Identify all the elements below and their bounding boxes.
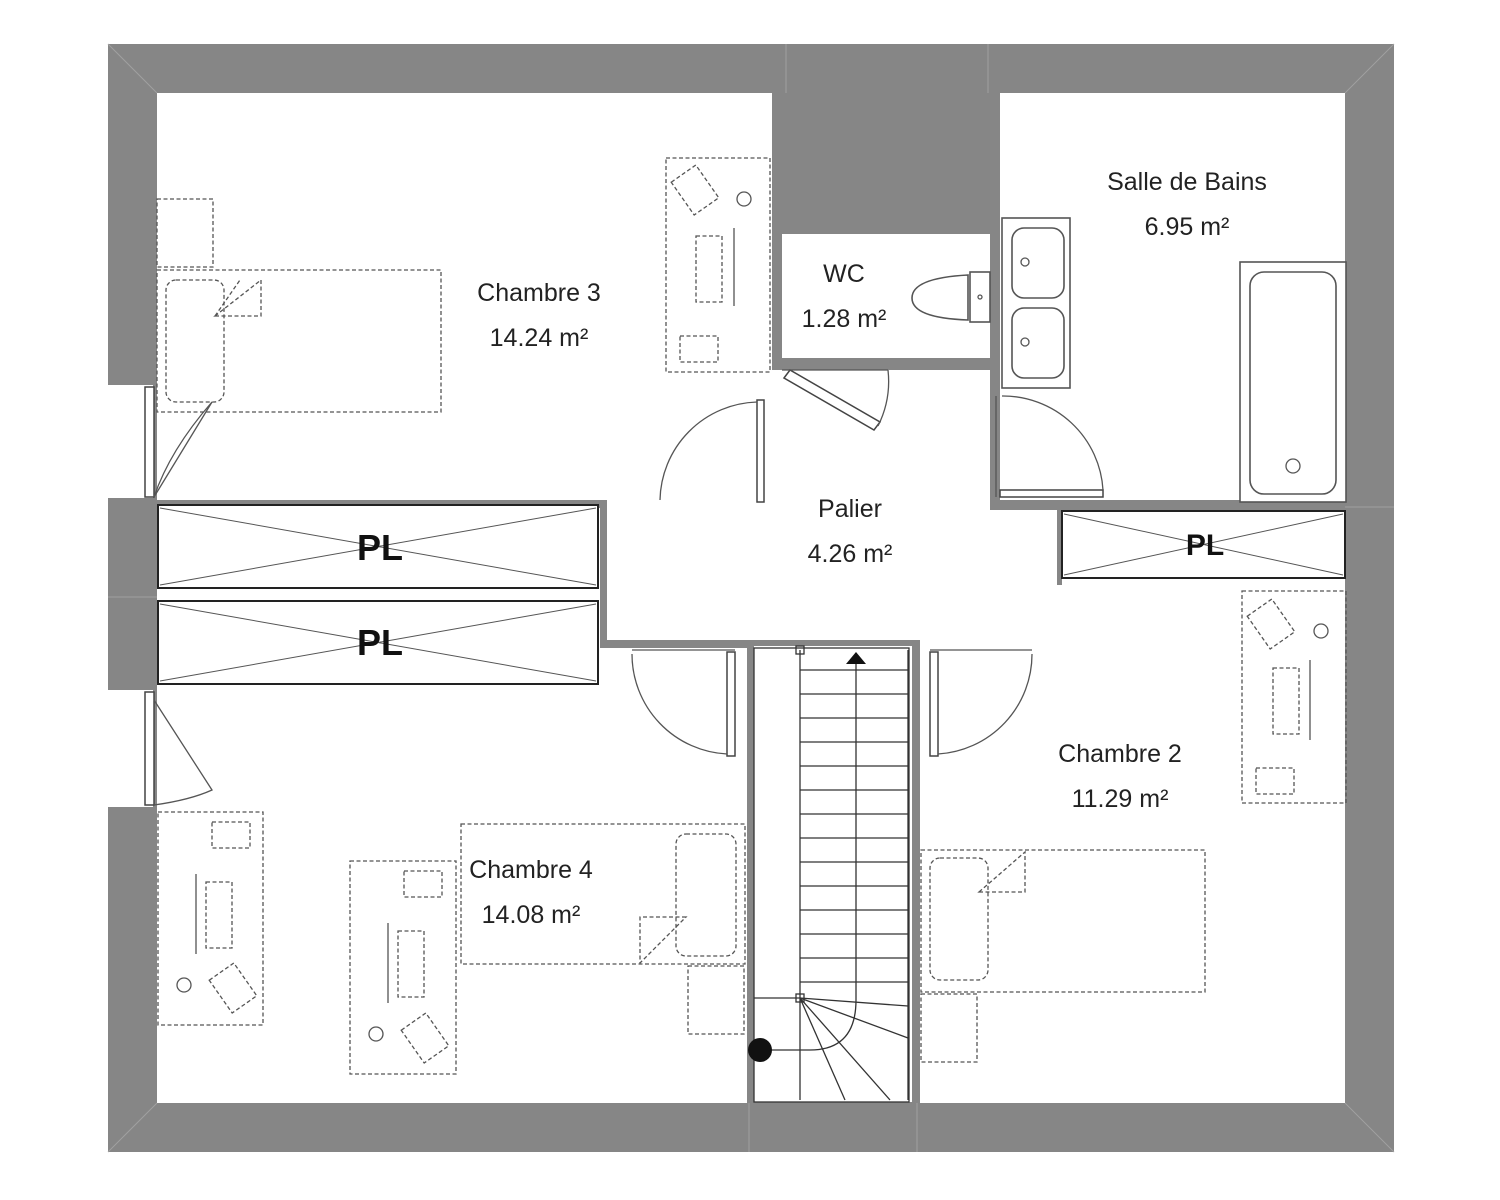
room-area: 4.26 m² bbox=[808, 540, 893, 568]
room-label-chambre2: Chambre 2 11.29 m² bbox=[1058, 740, 1182, 813]
room-name: Chambre 2 bbox=[1058, 740, 1182, 768]
double-sink bbox=[1001, 217, 1071, 389]
room-label-salle-de-bains: Salle de Bains 6.95 m² bbox=[1107, 168, 1267, 241]
room-label-chambre4: Chambre 4 14.08 m² bbox=[469, 856, 593, 929]
room-area: 11.29 m² bbox=[1072, 785, 1169, 813]
desk-chambre4-right bbox=[349, 860, 457, 1075]
closet-pl-2: PL bbox=[157, 600, 599, 685]
desk-chambre4-left bbox=[157, 811, 264, 1026]
doors bbox=[631, 369, 1104, 757]
room-label-wc: WC 1.28 m² bbox=[802, 260, 887, 333]
room-label-palier: Palier 4.26 m² bbox=[808, 495, 893, 568]
room-area: 14.08 m² bbox=[482, 901, 581, 929]
bed-chambre4 bbox=[460, 823, 746, 1035]
toilet bbox=[911, 271, 991, 323]
bathtub bbox=[1239, 261, 1347, 503]
room-name: Chambre 3 bbox=[477, 279, 601, 307]
bed-chambre3 bbox=[156, 198, 442, 413]
closet-pl-1: PL bbox=[157, 504, 599, 589]
windows bbox=[108, 385, 213, 807]
closet-label: PL bbox=[1186, 529, 1224, 562]
wall-seams bbox=[107, 43, 1395, 1153]
room-label-chambre3: Chambre 3 14.24 m² bbox=[477, 279, 601, 352]
staircase bbox=[748, 645, 910, 1103]
bed-chambre2 bbox=[920, 849, 1206, 1063]
closet-label: PL bbox=[357, 527, 403, 568]
room-area: 1.28 m² bbox=[802, 305, 887, 333]
desk-chambre2 bbox=[1241, 590, 1347, 804]
closet-label: PL bbox=[357, 622, 403, 663]
room-name: Palier bbox=[818, 495, 882, 523]
closet-pl-3: PL bbox=[1061, 510, 1346, 579]
room-name: Chambre 4 bbox=[469, 856, 593, 884]
room-area: 14.24 m² bbox=[490, 324, 589, 352]
room-name: Salle de Bains bbox=[1107, 168, 1267, 196]
room-name: WC bbox=[823, 260, 865, 288]
desk-chambre3 bbox=[665, 157, 771, 373]
room-area: 6.95 m² bbox=[1145, 213, 1230, 241]
